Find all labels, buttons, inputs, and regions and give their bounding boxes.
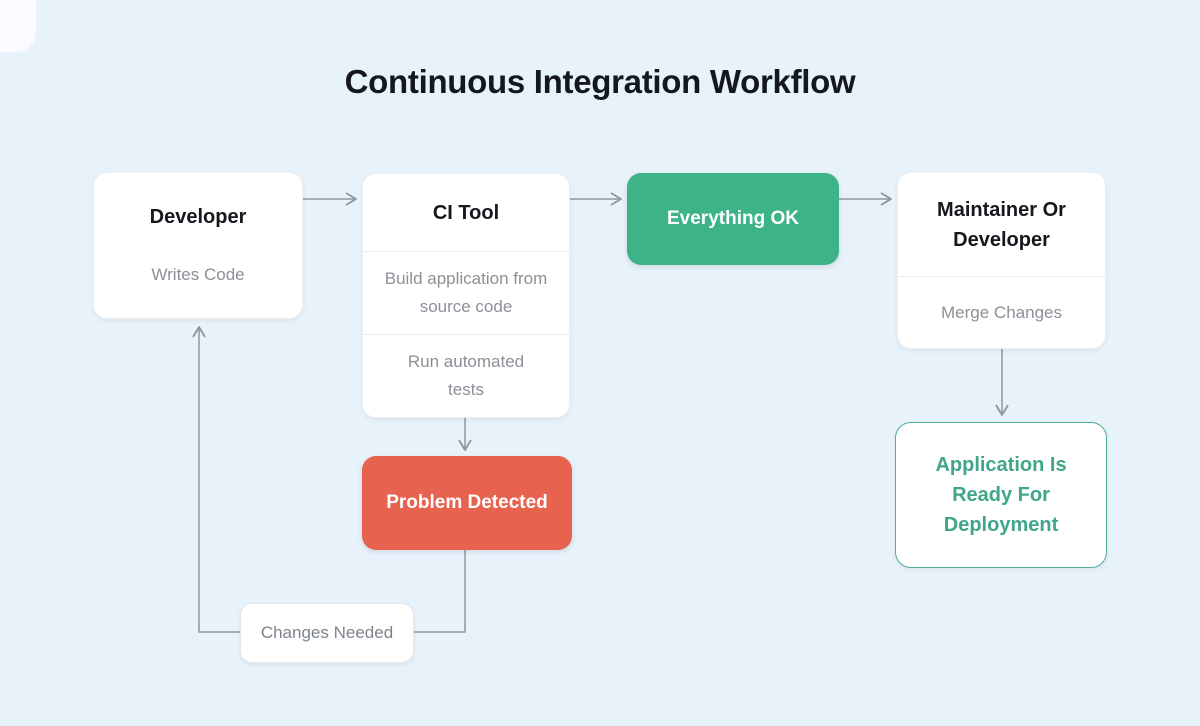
node-application-ready: Application Is Ready For Deployment xyxy=(895,422,1107,568)
developer-title: Developer xyxy=(149,206,247,228)
everything-ok-label: Everything OK xyxy=(667,208,799,229)
maintainer-subtitle: Merge Changes xyxy=(941,302,1062,322)
maintainer-title: Maintainer Or Developer xyxy=(937,198,1066,251)
page-title: Continuous Integration Workflow xyxy=(344,63,856,100)
ci-tool-step-tests: Run automated tests xyxy=(407,352,525,399)
node-maintainer-or-developer: Maintainer Or Developer Merge Changes xyxy=(897,172,1106,349)
node-developer: Developer Writes Code xyxy=(93,172,303,319)
developer-subtitle: Writes Code xyxy=(151,265,245,284)
application-ready-label: Application Is Ready For Deployment xyxy=(935,454,1067,536)
corner-decoration xyxy=(0,0,36,52)
node-problem-detected: Problem Detected xyxy=(362,456,572,550)
ci-tool-title: CI Tool xyxy=(432,201,500,224)
ci-tool-step-build: Build application from source code xyxy=(384,269,548,316)
changes-needed-label: Changes Needed xyxy=(260,623,394,642)
node-everything-ok: Everything OK xyxy=(627,173,839,265)
problem-detected-label: Problem Detected xyxy=(386,492,548,513)
node-changes-needed: Changes Needed xyxy=(240,603,414,663)
node-ci-tool: CI Tool Build application from source co… xyxy=(362,173,570,418)
